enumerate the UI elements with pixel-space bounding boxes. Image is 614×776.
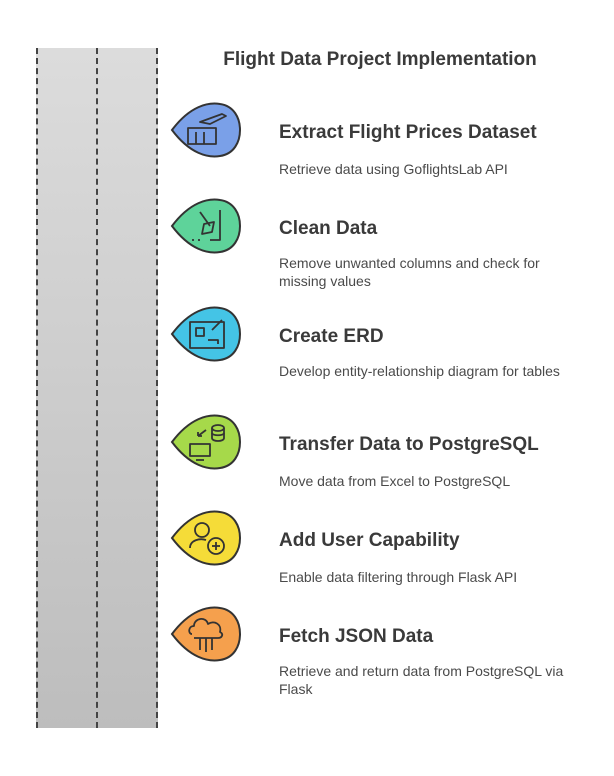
step-description: Retrieve and return data from PostgreSQL… xyxy=(279,663,564,697)
road-edge-left xyxy=(36,48,38,728)
step-description: Enable data filtering through Flask API xyxy=(279,569,518,585)
blueprint-icon xyxy=(170,304,242,364)
step-title: Clean Data xyxy=(279,218,378,239)
step-transfer: Transfer Data to PostgreSQL Move data fr… xyxy=(0,412,614,512)
diagram-title: Flight Data Project Implementation xyxy=(223,49,537,70)
step-title: Transfer Data to PostgreSQL xyxy=(279,434,539,455)
step-title: Create ERD xyxy=(279,326,384,347)
step-title: Add User Capability xyxy=(279,530,460,551)
step-description: Develop entity-relationship diagram for … xyxy=(279,363,560,379)
step-title: Fetch JSON Data xyxy=(279,626,434,647)
airport-icon xyxy=(170,100,242,160)
step-user-capability: Add User Capability Enable data filterin… xyxy=(0,508,614,608)
broom-icon xyxy=(170,196,242,256)
step-description: Remove unwanted columns and check for mi… xyxy=(279,255,540,289)
step-extract: Extract Flight Prices Dataset Retrieve d… xyxy=(0,100,614,200)
cloud-circuit-icon xyxy=(170,604,242,664)
road-edge-right xyxy=(156,48,158,728)
step-description: Retrieve data using GoflightsLab API xyxy=(279,161,508,177)
step-description: Move data from Excel to PostgreSQL xyxy=(279,473,511,489)
road-center-line xyxy=(96,48,98,728)
step-erd: Create ERD Develop entity-relationship d… xyxy=(0,304,614,404)
step-title: Extract Flight Prices Dataset xyxy=(279,122,537,143)
add-user-icon xyxy=(170,508,242,568)
database-transfer-icon xyxy=(170,412,242,472)
step-clean: Clean Data Remove unwanted columns and c… xyxy=(0,196,614,296)
step-fetch-json: Fetch JSON Data Retrieve and return data… xyxy=(0,604,614,704)
